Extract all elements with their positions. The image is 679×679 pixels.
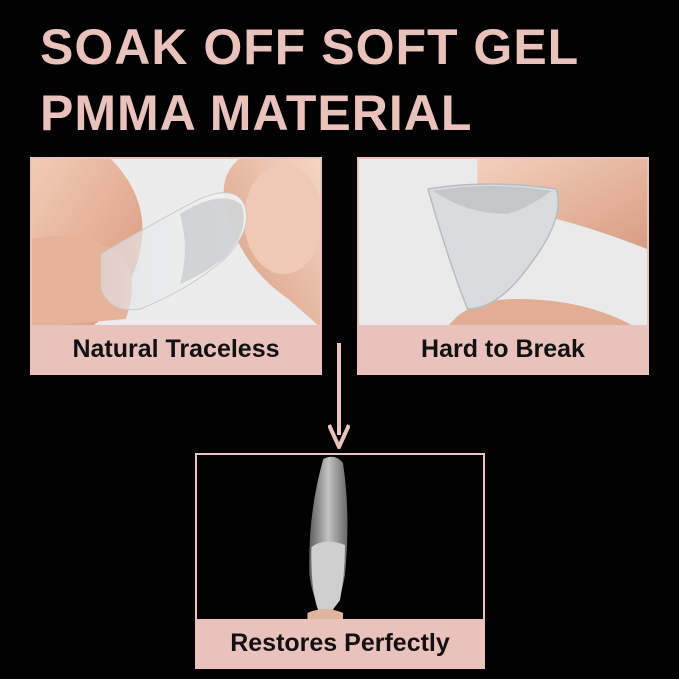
feature-panel-hard-to-break: Hard to Break — [357, 157, 649, 375]
pinched-nail-tip-photo — [359, 159, 647, 327]
caption-natural-traceless: Natural Traceless — [32, 325, 320, 373]
restored-nail-tip-photo — [197, 455, 483, 621]
caption-hard-to-break: Hard to Break — [359, 325, 647, 373]
headline-line-2: PMMA MATERIAL — [40, 85, 473, 141]
headline-line-1: SOAK OFF SOFT GEL — [40, 19, 580, 75]
feature-panel-natural-traceless: Natural Traceless — [30, 157, 322, 375]
bending-nail-tip-photo — [32, 159, 320, 327]
arrow-down-icon — [328, 343, 350, 449]
caption-restores-perfectly: Restores Perfectly — [197, 619, 483, 667]
feature-panel-restores-perfectly: Restores Perfectly — [195, 453, 485, 669]
